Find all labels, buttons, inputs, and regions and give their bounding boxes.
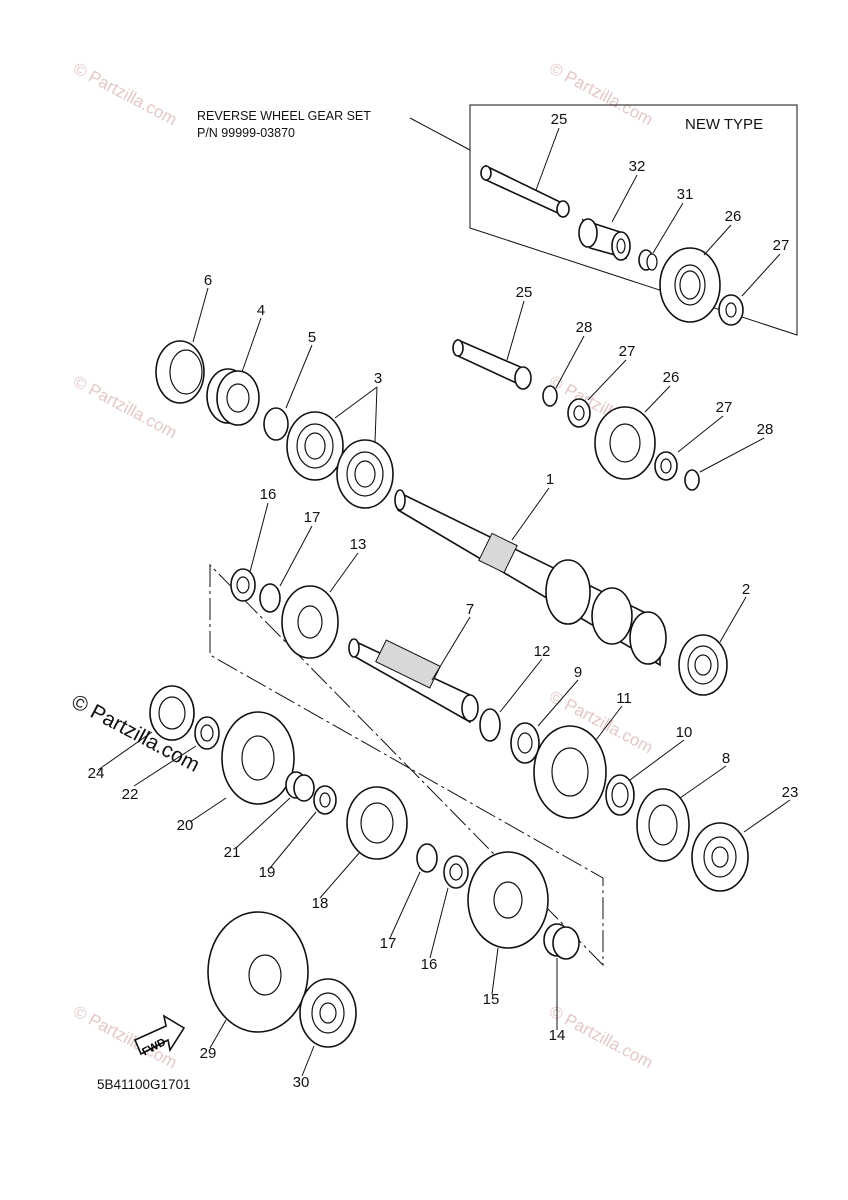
part-21-collar — [285, 771, 315, 802]
part-4-bearing — [206, 368, 260, 426]
part-9-washer — [510, 722, 540, 764]
callout-4: 4 — [257, 302, 265, 319]
assembly-boundary — [209, 563, 604, 967]
callout-25: 25 — [551, 111, 568, 128]
callout-27: 27 — [619, 343, 636, 360]
part-8-dog — [636, 788, 690, 862]
callout-20: 20 — [177, 817, 194, 834]
callout-16: 16 — [421, 956, 438, 973]
part-10-needle-bearing — [605, 774, 635, 816]
callout-3: 3 — [374, 370, 382, 387]
callout-31: 31 — [677, 186, 694, 203]
callout-29: 29 — [200, 1045, 217, 1062]
callout-1: 1 — [546, 471, 554, 488]
part-2-bearing — [678, 634, 728, 696]
part-23-bearing — [691, 822, 749, 892]
part-27-washer-new — [718, 294, 744, 326]
callout-17: 17 — [380, 935, 397, 952]
callout-6: 6 — [204, 272, 212, 289]
part-5-o-ring — [263, 407, 289, 441]
callout-26: 26 — [725, 208, 742, 225]
diagram-code: 5B41100G1701 — [97, 1077, 191, 1092]
callout-32: 32 — [629, 158, 646, 175]
part-13-gear — [281, 585, 339, 659]
part-16-washer-b — [443, 855, 469, 889]
callout-10: 10 — [676, 724, 693, 741]
part-31-needle-bearing — [638, 249, 658, 271]
callout-26: 26 — [663, 369, 680, 386]
callout-5: 5 — [308, 329, 316, 346]
part-3-bearing-a — [286, 411, 344, 481]
part-15-gear — [467, 851, 549, 949]
part-16-washer-a — [230, 568, 256, 602]
part-26-gear — [594, 406, 656, 480]
part-12-circlip — [479, 708, 501, 742]
callout-28: 28 — [757, 421, 774, 438]
callout-18: 18 — [312, 895, 329, 912]
part-32-sleeve — [578, 218, 631, 261]
callout-14: 14 — [549, 1027, 566, 1044]
callout-30: 30 — [293, 1074, 310, 1091]
callout-13: 13 — [350, 536, 367, 553]
callout-28: 28 — [576, 319, 593, 336]
callout-16: 16 — [260, 486, 277, 503]
part-24-bearing — [149, 685, 195, 741]
part-11-gear — [533, 725, 607, 819]
part-17-circlip-b — [416, 843, 438, 873]
part-18-hub — [346, 786, 408, 860]
callout-15: 15 — [483, 991, 500, 1008]
part-14-collar — [543, 923, 580, 960]
part-30-bearing — [299, 978, 357, 1048]
callout-23: 23 — [782, 784, 799, 801]
callout-7: 7 — [466, 601, 474, 618]
part-19-washer — [313, 785, 337, 815]
callout-19: 19 — [259, 864, 276, 881]
callout-11: 11 — [616, 690, 632, 707]
reverse-set-part-number: P/N 99999-03870 — [197, 126, 295, 140]
part-25-shaft — [452, 338, 532, 390]
new-type-badge: NEW TYPE — [685, 116, 763, 133]
callout-21: 21 — [224, 844, 241, 861]
leader-lines — [97, 127, 791, 1077]
part-28-circlip-a — [542, 385, 558, 407]
part-6-oil-seal — [155, 340, 205, 404]
part-17-circlip-a — [259, 583, 281, 613]
callout-9: 9 — [574, 664, 582, 681]
part-7-drive-axle — [348, 638, 479, 724]
callout-2: 2 — [742, 581, 750, 598]
part-28-circlip-b — [684, 469, 700, 491]
watermark: © Partzilla.com — [70, 59, 180, 130]
callout-17: 17 — [304, 509, 321, 526]
callout-24: 24 — [88, 765, 105, 782]
part-29-gear — [207, 911, 309, 1033]
callout-12: 12 — [534, 643, 551, 660]
part-3-bearing-b — [336, 439, 394, 509]
callout-22: 22 — [122, 786, 139, 803]
part-27-washer-a — [567, 398, 591, 428]
new-type-box — [469, 104, 798, 336]
callout-27: 27 — [773, 237, 790, 254]
part-22-washer — [194, 716, 220, 750]
callout-numbers: 25 32 31 26 27 6 4 5 3 25 28 27 26 27 28… — [88, 111, 799, 1091]
reverse-set-leader — [409, 117, 471, 151]
part-25-new — [480, 164, 570, 218]
callout-27: 27 — [716, 399, 733, 416]
part-26-gear-new — [659, 247, 721, 323]
part-1-main-axle — [394, 489, 667, 667]
callout-8: 8 — [722, 750, 730, 767]
part-20-gear — [221, 711, 295, 805]
reverse-set-title: REVERSE WHEEL GEAR SET — [197, 109, 371, 123]
callout-25: 25 — [516, 284, 533, 301]
part-27-washer-b — [654, 451, 678, 481]
